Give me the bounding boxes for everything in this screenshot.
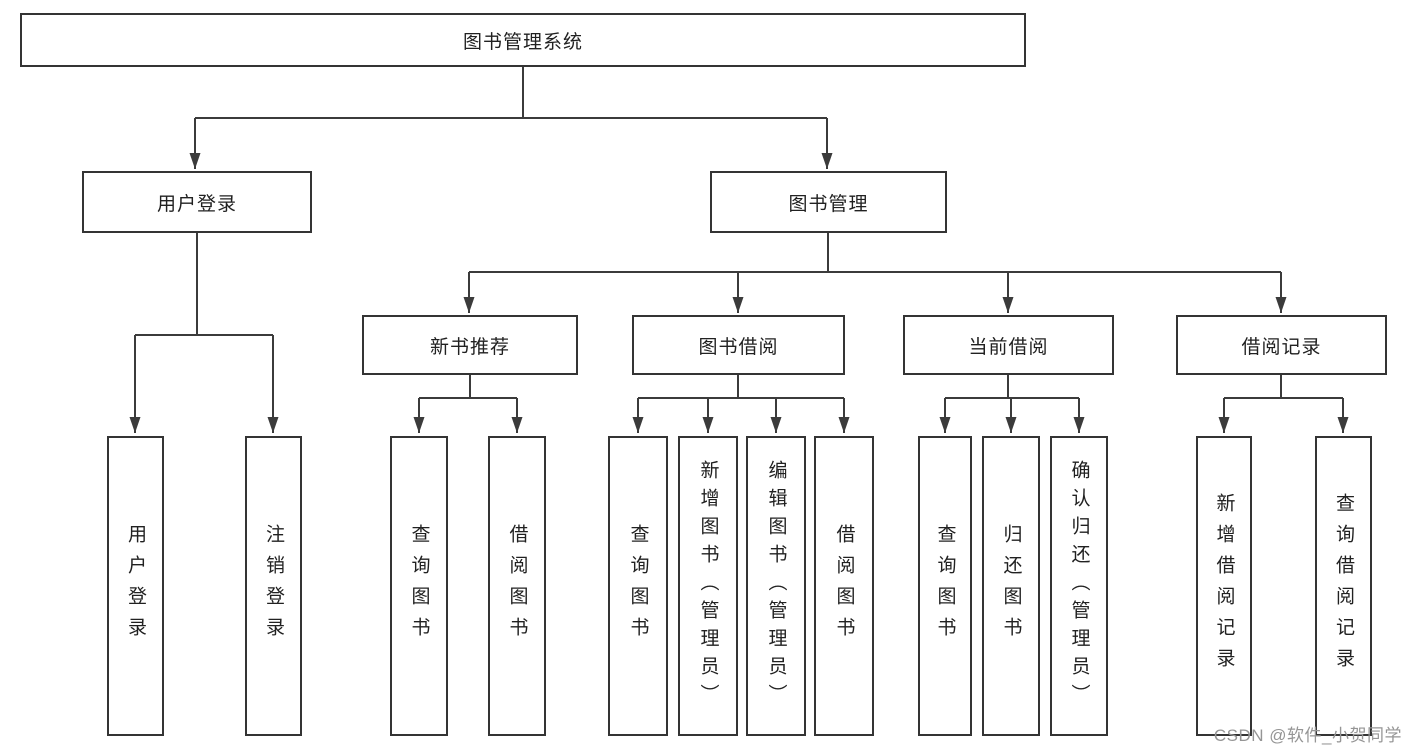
leaf-br-query-record: 查询借阅记录 [1315, 436, 1372, 736]
node-user-login-label: 用户登录 [156, 193, 237, 215]
node-root: 图书管理系统 [20, 13, 1026, 67]
leaf-logout-label: 注销登录 [263, 524, 284, 648]
node-current-borrowing: 当前借阅 [903, 315, 1114, 375]
leaf-bb-query-books: 查询图书 [608, 436, 668, 736]
leaf-bb-edit-books-admin: 编辑图书（管理员） [746, 436, 806, 736]
node-borrowing-records-label: 借阅记录 [1241, 336, 1322, 358]
watermark: CSDN @软件_小贺同学 [1213, 726, 1402, 745]
leaf-cb-confirm-return-admin-label: 确认归还（管理员） [1068, 460, 1090, 712]
leaf-rec-borrow-books-label: 借阅图书 [506, 524, 528, 648]
leaf-br-add-record-label: 新增借阅记录 [1213, 493, 1235, 679]
node-current-borrowing-label: 当前借阅 [968, 336, 1049, 358]
leaf-bb-query-books-label: 查询图书 [627, 524, 649, 648]
leaf-cb-query-books-label: 查询图书 [934, 524, 956, 648]
node-book-management: 图书管理 [710, 171, 947, 233]
node-book-borrowing-label: 图书借阅 [698, 336, 779, 358]
node-root-label: 图书管理系统 [462, 31, 583, 53]
leaf-br-query-record-label: 查询借阅记录 [1333, 493, 1354, 679]
leaf-user-login-label: 用户登录 [125, 524, 146, 648]
leaf-bb-add-books-admin-label: 新增图书（管理员） [697, 460, 719, 712]
leaf-rec-query-books-label: 查询图书 [408, 524, 430, 648]
node-user-login: 用户登录 [82, 171, 312, 233]
leaf-br-add-record: 新增借阅记录 [1196, 436, 1252, 736]
node-new-book-recommend-label: 新书推荐 [429, 336, 510, 358]
node-new-book-recommend: 新书推荐 [362, 315, 578, 375]
leaf-bb-add-books-admin: 新增图书（管理员） [678, 436, 738, 736]
leaf-user-login: 用户登录 [107, 436, 164, 736]
leaf-logout: 注销登录 [245, 436, 302, 736]
node-book-management-label: 图书管理 [788, 193, 869, 215]
leaf-bb-borrow-books: 借阅图书 [814, 436, 874, 736]
node-borrowing-records: 借阅记录 [1176, 315, 1387, 375]
leaf-cb-return-books-label: 归还图书 [1000, 524, 1022, 648]
leaf-cb-confirm-return-admin: 确认归还（管理员） [1050, 436, 1108, 736]
leaf-rec-borrow-books: 借阅图书 [488, 436, 546, 736]
leaf-bb-borrow-books-label: 借阅图书 [833, 524, 855, 648]
leaf-cb-return-books: 归还图书 [982, 436, 1040, 736]
leaf-rec-query-books: 查询图书 [390, 436, 448, 736]
leaf-bb-edit-books-admin-label: 编辑图书（管理员） [765, 460, 787, 712]
node-book-borrowing: 图书借阅 [632, 315, 845, 375]
leaf-cb-query-books: 查询图书 [918, 436, 972, 736]
